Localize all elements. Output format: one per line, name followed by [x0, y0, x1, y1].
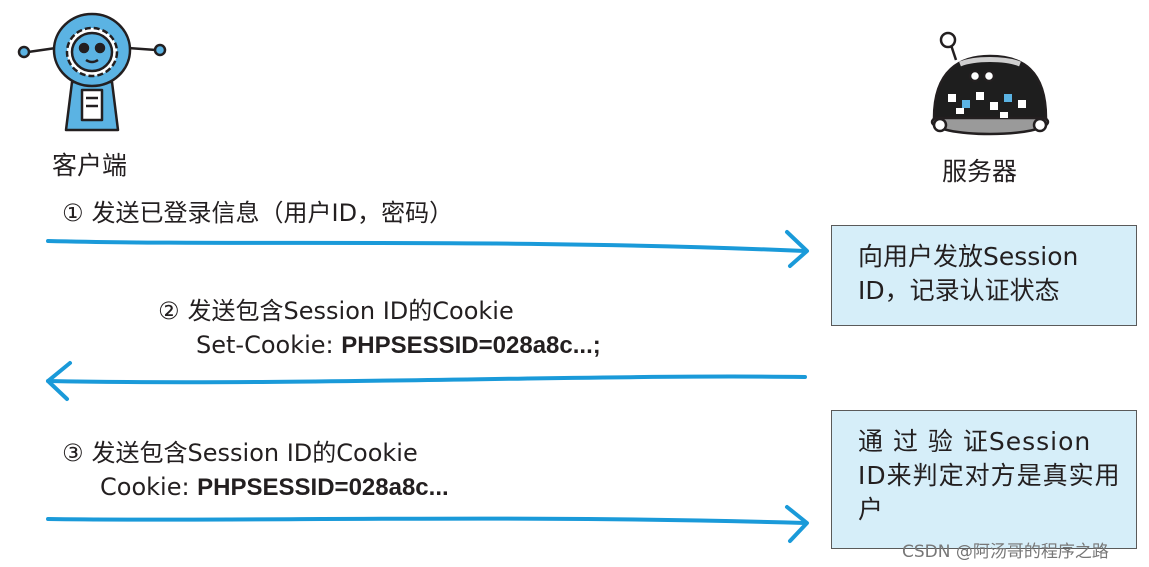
server-robot-icon	[930, 31, 1050, 136]
step-3-number: ③	[62, 439, 84, 467]
watermark: CSDN @阿汤哥的程序之路	[902, 542, 1109, 562]
arrow-step-3	[46, 505, 809, 543]
step-1-text: 发送已登录信息（用户ID，密码）	[91, 199, 454, 227]
step-1-number: ①	[62, 199, 84, 227]
step-2-text: 发送包含Session ID的Cookie	[187, 297, 514, 325]
step-3-cookie-value: PHPSESSID=028a8c...	[197, 474, 449, 501]
step-3-text: 发送包含Session ID的Cookie	[91, 439, 418, 467]
arrow-step-1	[46, 230, 809, 268]
step-2-number: ②	[158, 297, 180, 325]
client-robot-icon	[17, 12, 167, 132]
step-2-cookie-line: Set-Cookie: PHPSESSID=028a8c...;	[196, 328, 601, 363]
step-2-cookie-prefix: Set-Cookie:	[196, 331, 342, 359]
server-label: 服务器	[942, 157, 1018, 186]
arrow-step-2	[46, 361, 807, 401]
client-label: 客户端	[52, 151, 128, 180]
server-note-issue-session: 向用户发放Session ID，记录认证状态	[831, 225, 1137, 326]
step-3-cookie-prefix: Cookie:	[100, 473, 198, 501]
step-2-cookie-value: PHPSESSID=028a8c...;	[341, 332, 601, 359]
server-note-verify-session: 通 过 验 证Session ID来判定对方是真实用户	[831, 410, 1137, 549]
step-3-cookie-line: Cookie: PHPSESSID=028a8c...	[100, 470, 449, 505]
